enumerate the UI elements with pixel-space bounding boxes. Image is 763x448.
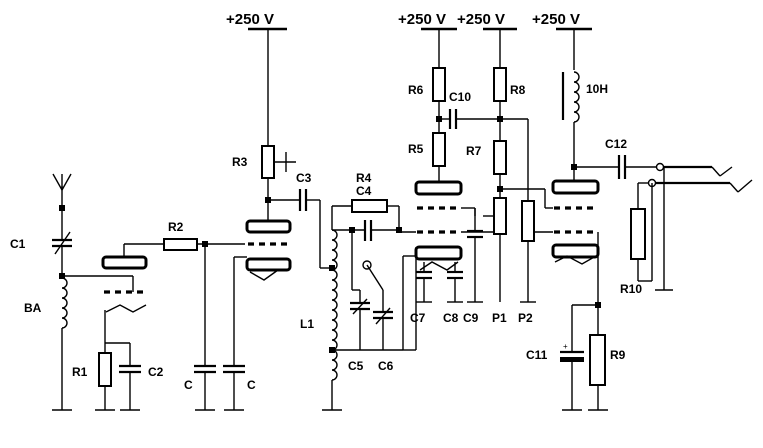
- label-r6: R6: [408, 83, 424, 97]
- label-c12: C12: [605, 137, 627, 151]
- label-r8: R8: [510, 83, 526, 97]
- label-c7: C7: [410, 311, 426, 325]
- capacitor-c2: C2: [105, 342, 164, 411]
- capacitor-c11: + C11: [526, 304, 598, 411]
- choke-10h: 10H: [561, 71, 608, 181]
- label-c1: C1: [10, 237, 26, 251]
- label-c-a: C: [184, 378, 193, 392]
- label-p1: P1: [492, 311, 507, 325]
- label-c11: C11: [526, 348, 548, 362]
- capacitor-c4: C4: [332, 184, 402, 241]
- supply-rail-3: +250 V: [457, 11, 517, 68]
- label-r7: R7: [466, 144, 482, 158]
- label-r4: R4: [356, 171, 372, 185]
- resistor-r5: R5: [408, 132, 446, 182]
- supply-rail-4: +250 V: [532, 11, 592, 70]
- tube-3: [399, 180, 496, 351]
- supply-label-1: +250 V: [226, 11, 274, 28]
- label-r9: R9: [610, 348, 626, 362]
- label-r2: R2: [168, 220, 184, 234]
- potentiometer-p2: P2: [518, 119, 553, 325]
- potentiometer-p1: P1: [474, 197, 507, 325]
- label-c3: C3: [296, 171, 312, 185]
- trimmer-c5: C5: [348, 230, 372, 373]
- inductor-ba: BA: [24, 277, 68, 410]
- trimmer-c6: C6: [366, 264, 394, 373]
- supply-rail-2: +250 V: [398, 11, 457, 68]
- label-c5: C5: [348, 359, 364, 373]
- supply-label-4: +250 V: [532, 11, 580, 28]
- capacitor-c1: C1: [10, 208, 72, 276]
- label-p2: P2: [518, 311, 533, 325]
- label-ba: BA: [24, 301, 42, 315]
- capacitor-c3: C3: [268, 171, 321, 268]
- capacitor-c7: C7: [410, 262, 432, 325]
- label-r1: R1: [72, 365, 88, 379]
- label-c10: C10: [449, 90, 471, 104]
- label-l1: L1: [300, 317, 314, 331]
- label-c4: C4: [356, 184, 372, 198]
- label-c9: C9: [463, 311, 479, 325]
- capacitor-c-b: C: [223, 257, 256, 411]
- label-10h: 10H: [586, 82, 608, 96]
- tube-4: [551, 179, 600, 300]
- label-c11-plus: +: [563, 342, 568, 351]
- label-c-b: C: [247, 378, 256, 392]
- label-c6: C6: [378, 359, 394, 373]
- resistor-r3: R3: [232, 145, 296, 221]
- resistor-r1: R1: [72, 310, 115, 411]
- label-r5: R5: [408, 142, 424, 156]
- capacitor-c12: C12: [574, 137, 660, 179]
- resistor-r7: R7: [466, 140, 507, 198]
- label-r3: R3: [232, 155, 248, 169]
- capacitor-c8: C8: [443, 262, 463, 325]
- capacitor-c-a: C: [184, 244, 216, 411]
- tube-2: [234, 219, 292, 281]
- resistor-r6: R6: [408, 67, 446, 133]
- capacitor-c9: C9: [463, 208, 483, 325]
- supply-label-3: +250 V: [457, 11, 505, 28]
- resistor-r4: R4: [331, 171, 400, 230]
- label-c8: C8: [443, 311, 459, 325]
- output-jack: [647, 162, 753, 193]
- supply-rail-1: +250 V: [226, 11, 287, 148]
- inductor-l1: L1: [300, 212, 342, 411]
- antenna-symbol: [52, 173, 72, 211]
- label-c2: C2: [148, 365, 164, 379]
- resistor-r10: R10: [620, 167, 673, 296]
- capacitor-c10: C10: [439, 90, 528, 129]
- tube-1: [101, 255, 148, 313]
- resistor-r2: R2: [123, 220, 245, 257]
- supply-label-2: +250 V: [398, 11, 446, 28]
- label-r10: R10: [620, 282, 642, 296]
- resistor-r9: R9: [588, 300, 626, 411]
- resistor-r8: R8: [493, 67, 526, 141]
